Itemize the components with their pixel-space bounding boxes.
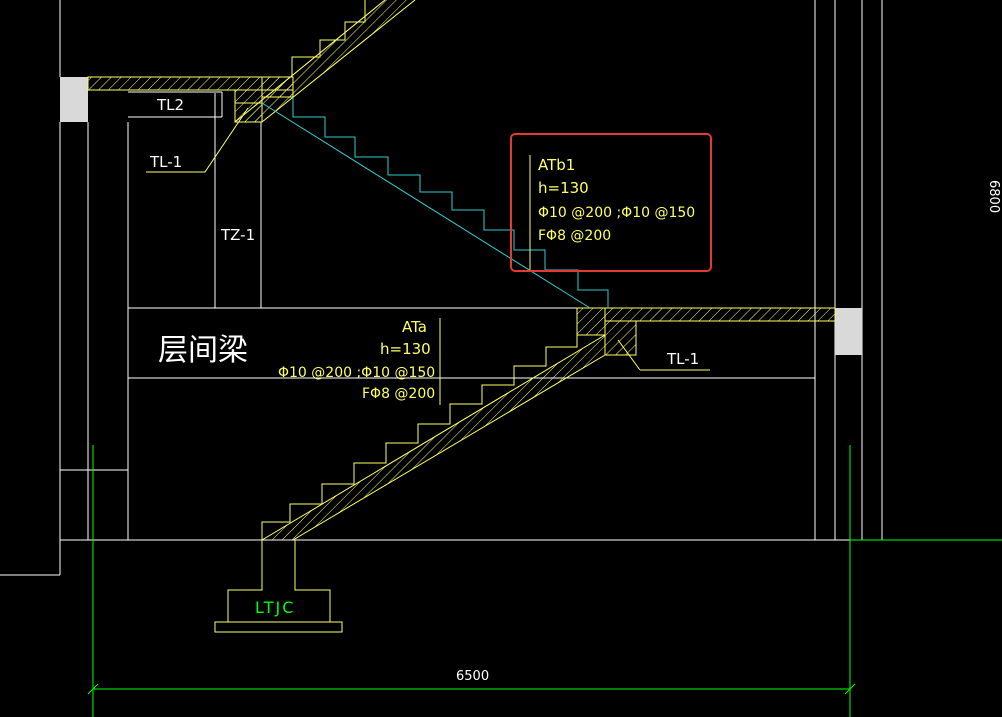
- dimension-lines: [87, 445, 1002, 717]
- right-wall-block: [835, 308, 862, 355]
- label-floor-beam: 层间梁: [158, 333, 248, 368]
- left-wall-block: [60, 77, 88, 122]
- label-dim-bottom: 6500: [456, 669, 489, 684]
- ata-rebar-dist: FΦ8 @200: [362, 386, 435, 402]
- label-tl1-upper: TL-1: [149, 153, 182, 171]
- ata-annotation: ATa h=130 Φ10 @200 ;Φ10 @150 FΦ8 @200: [278, 318, 435, 402]
- ata-thickness: h=130: [380, 340, 431, 358]
- label-ltjc: LTJC: [255, 598, 295, 617]
- label-tz1: TZ-1: [220, 226, 255, 244]
- atb1-name: ATb1: [538, 156, 575, 174]
- structure-lines: [0, 0, 1002, 576]
- label-tl1-lower: TL-1: [666, 350, 699, 368]
- atb1-highlight-box[interactable]: [510, 133, 712, 272]
- upper-flight-steps: [234, 0, 366, 122]
- atb1-flight: [261, 97, 609, 309]
- foundation-ltjc: [214, 540, 343, 633]
- leader-lines: [146, 107, 710, 405]
- atb1-annotation: ATb1 h=130 Φ10 @200 ;Φ10 @150 FΦ8 @200: [538, 156, 695, 244]
- lower-flight-steps: [261, 308, 578, 540]
- label-tl2: TL2: [156, 96, 184, 114]
- ata-rebar-main: Φ10 @200 ;Φ10 @150: [278, 365, 435, 381]
- atb1-thickness: h=130: [538, 179, 589, 197]
- atb1-rebar-dist: FΦ8 @200: [538, 228, 611, 244]
- label-dim-right: 6800: [986, 180, 1001, 213]
- atb1-rebar-main: Φ10 @200 ;Φ10 @150: [538, 205, 695, 221]
- concrete-elements: [87, 0, 836, 541]
- ata-name: ATa: [402, 318, 427, 336]
